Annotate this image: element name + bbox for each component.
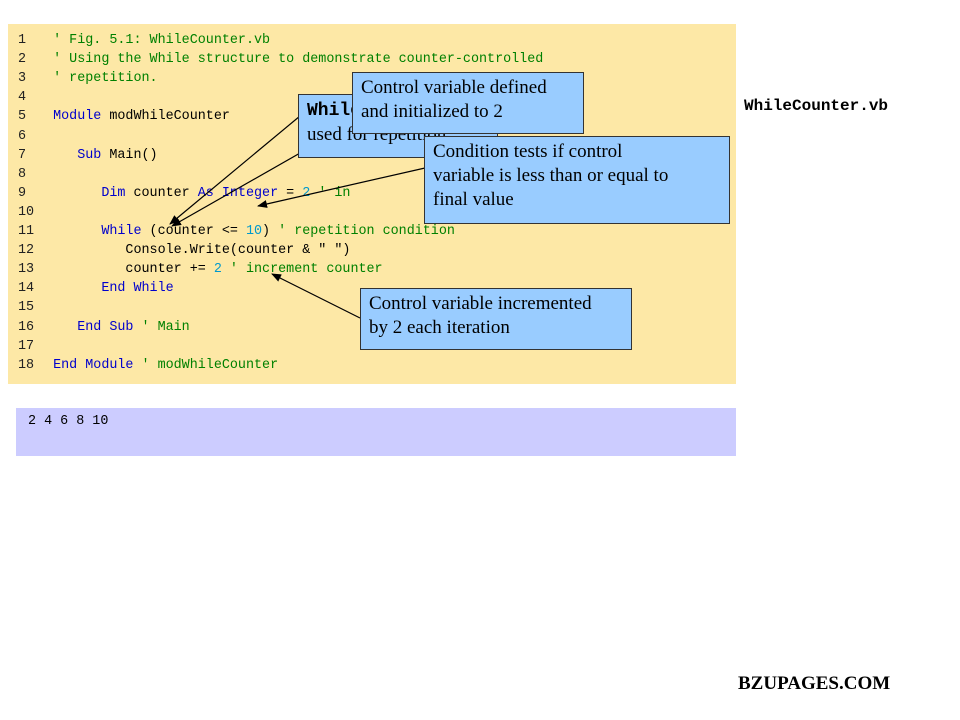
line-number: 15: [18, 300, 35, 316]
line-number: 7: [18, 147, 27, 163]
code-line: 7 Sub Main(): [8, 146, 736, 165]
line-number: 1: [18, 33, 27, 48]
line-number: 2: [18, 52, 27, 68]
line-number: 11: [18, 224, 35, 239]
code-token: Console.Write(counter & " "): [29, 243, 351, 259]
code-line: 3 ' repetition.: [8, 69, 736, 88]
line-number: 3: [18, 71, 27, 87]
code-token: End While: [29, 281, 174, 297]
code-text: ' Fig. 5.1: WhileCounter.vb: [29, 31, 270, 50]
code-line: 12 Console.Write(counter & " "): [8, 241, 736, 260]
code-line: 13 counter += 2 ' increment counter: [8, 260, 736, 279]
code-line: 17: [8, 337, 736, 356]
code-text: End While: [29, 279, 174, 298]
code-line: 4: [8, 88, 736, 107]
code-token: ' modWhileCounter: [133, 357, 279, 373]
code-text: While (counter <= 10) ' repetition condi…: [29, 222, 455, 241]
line-number: 17: [18, 338, 35, 354]
code-line: 11 While (counter <= 10) ' repetition co…: [8, 222, 736, 241]
code-token: 10: [245, 224, 263, 239]
line-number: 8: [18, 166, 27, 182]
code-text: Module modWhileCounter: [29, 107, 230, 126]
code-line: 15: [8, 298, 736, 317]
code-line: 16 End Sub ' Main: [8, 318, 736, 337]
footer-watermark: BZUPAGES.COM: [738, 673, 891, 694]
code-text: counter += 2 ' increment counter: [29, 260, 383, 279]
code-text: End Module ' modWhileCounter: [29, 356, 278, 375]
code-token: End Module: [29, 357, 134, 373]
code-token: Module: [29, 109, 102, 125]
callout-control-defined: Control variable defined and initialized…: [352, 72, 584, 134]
code-token: As Integer: [197, 185, 279, 201]
program-output: 2 4 6 8 10: [16, 408, 736, 456]
code-token: Main(): [101, 147, 158, 163]
line-number: 4: [18, 90, 27, 106]
code-token: =: [278, 185, 303, 201]
callout-incremented: Control variable incremented by 2 each i…: [360, 288, 632, 350]
line-number: 16: [18, 319, 35, 335]
code-token: modWhileCounter: [101, 109, 230, 125]
code-token: While: [29, 224, 142, 239]
callout-while-keyword: While: [307, 101, 362, 121]
code-text: Sub Main(): [29, 146, 158, 165]
code-line: 2 ' Using the While structure to demonst…: [8, 50, 736, 69]
code-token: 2: [213, 262, 222, 278]
code-token: (counter <=: [141, 224, 246, 239]
code-token: ' increment counter: [221, 262, 383, 278]
code-text: ' repetition.: [29, 69, 158, 88]
code-token: ' repetition condition: [278, 224, 455, 239]
code-token: End Sub: [29, 319, 134, 335]
line-number: 6: [18, 128, 27, 144]
line-number: 14: [18, 281, 35, 297]
code-token: counter +=: [29, 262, 214, 278]
line-number: 10: [18, 204, 35, 220]
file-name-label: WhileCounter.vb: [744, 97, 889, 115]
code-line: 18 End Module ' modWhileCounter: [8, 356, 736, 375]
code-token: ' in: [310, 185, 351, 201]
code-token: counter: [125, 185, 198, 201]
line-number: 18: [18, 357, 35, 373]
line-number: 13: [18, 262, 35, 278]
line-number: 5: [18, 109, 27, 125]
code-token: ' Main: [133, 319, 190, 335]
code-text: Console.Write(counter & " "): [29, 241, 350, 260]
code-line: 8: [8, 165, 736, 184]
code-token: ): [262, 224, 279, 239]
code-text: ' Using the While structure to demonstra…: [29, 50, 543, 69]
code-token: ' repetition.: [29, 71, 158, 87]
code-line: 1 ' Fig. 5.1: WhileCounter.vb: [8, 31, 736, 50]
callout-condition-tests: Condition tests if control variable is l…: [424, 136, 730, 224]
code-token: ' Using the While structure to demonstra…: [29, 52, 544, 68]
code-token: ' Fig. 5.1: WhileCounter.vb: [29, 33, 271, 48]
output-text: 2 4 6 8 10: [28, 414, 109, 429]
code-line: 10: [8, 203, 736, 222]
code-token: Sub: [29, 147, 102, 163]
code-line: 6: [8, 127, 736, 146]
code-line: 14 End While: [8, 279, 736, 298]
line-number: 12: [18, 243, 35, 259]
code-text: End Sub ' Main: [29, 318, 190, 337]
line-number: 9: [18, 185, 27, 201]
code-text: Dim counter As Integer = 2 ' in: [29, 184, 350, 203]
code-token: Dim: [29, 185, 126, 201]
